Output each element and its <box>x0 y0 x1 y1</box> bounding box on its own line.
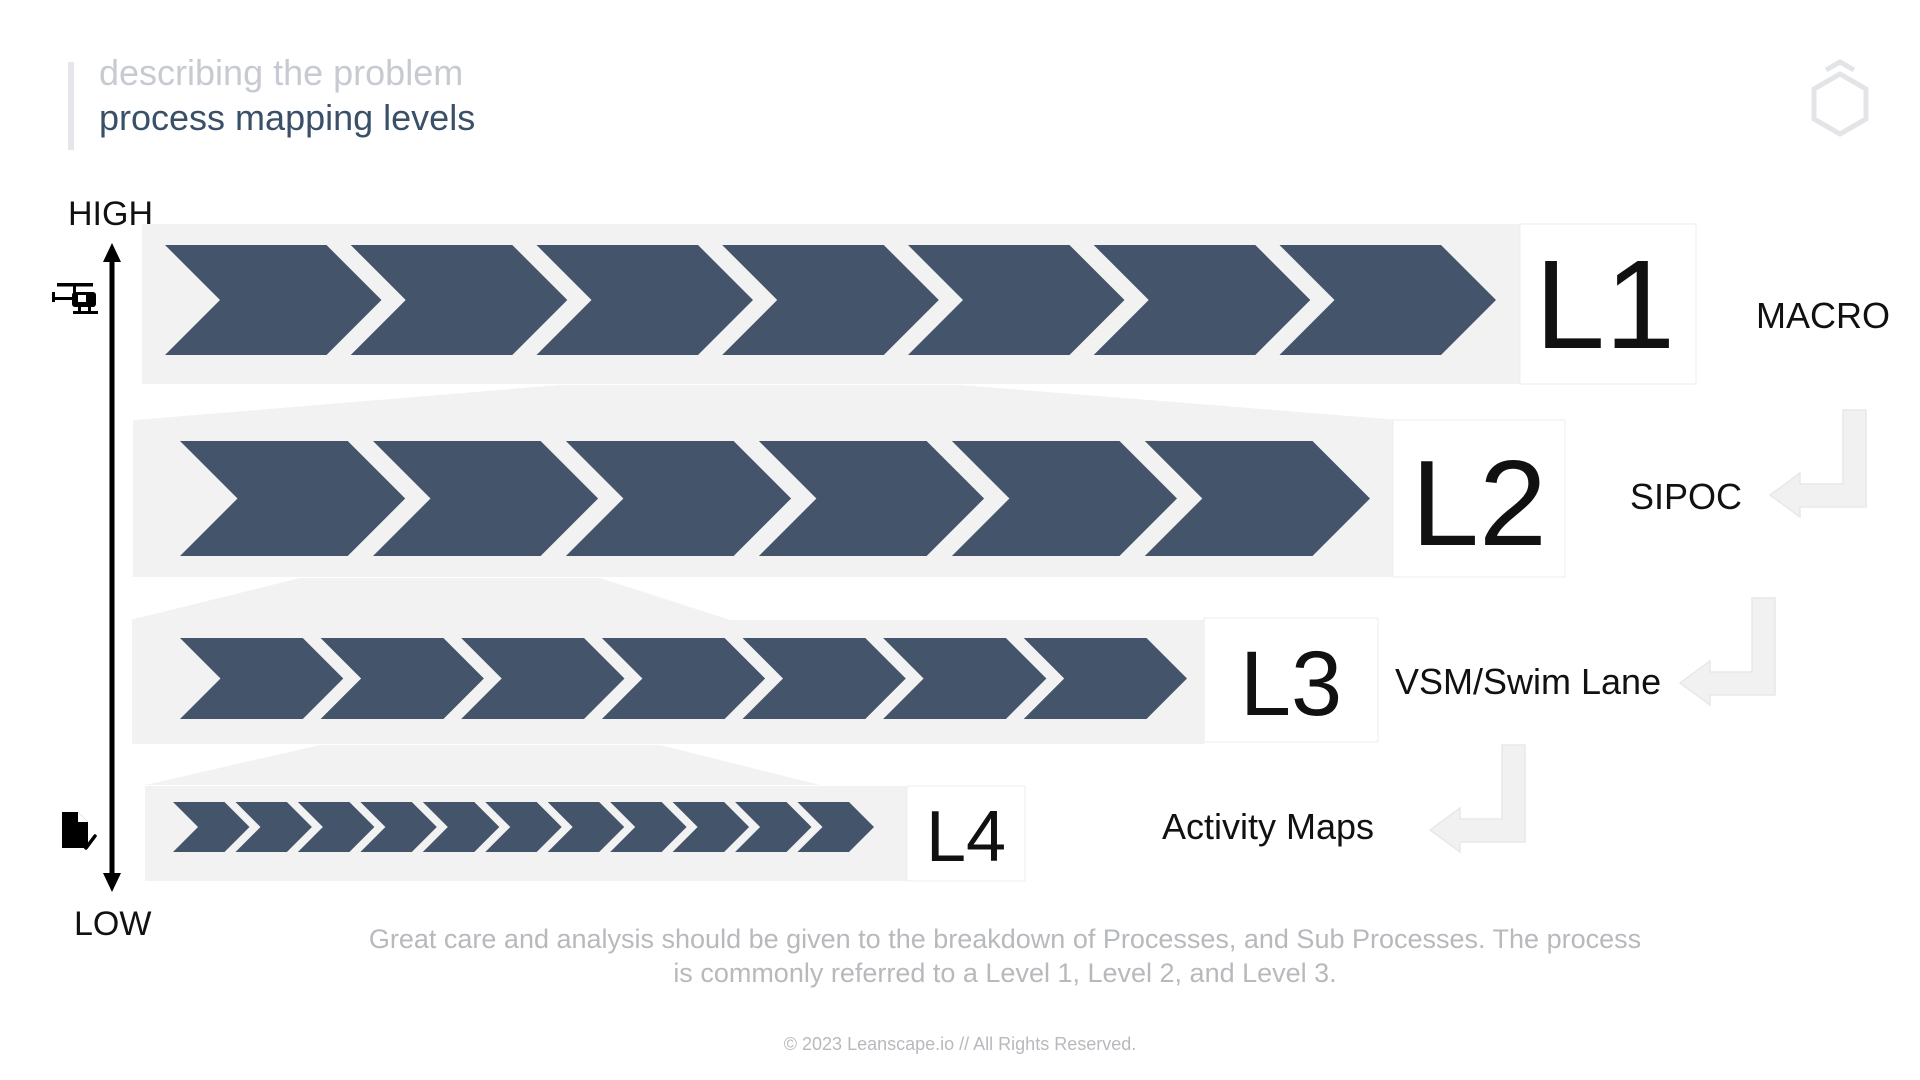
hexagon-logo-icon <box>1811 59 1869 137</box>
axis-low-label: LOW <box>74 905 152 943</box>
level-name-sipoc: SIPOC <box>1630 476 1742 517</box>
level-label-l1: L1 <box>1535 234 1675 375</box>
chevron-l4-8 <box>610 802 687 852</box>
level-box-l1 <box>1519 223 1697 385</box>
chevron-l3-7 <box>1023 638 1187 719</box>
chevron-l4-7 <box>547 802 625 852</box>
document-check-icon <box>62 812 97 850</box>
connector-l1-l2 <box>135 385 1400 420</box>
chevron-l1-7 <box>1279 245 1496 355</box>
level-name-macro: MACRO <box>1756 295 1890 336</box>
header-accent-bar <box>68 62 74 150</box>
level-box-l2 <box>1392 419 1566 578</box>
chevron-row-l3 <box>180 638 1187 719</box>
axis-arrow-down-icon <box>103 873 121 892</box>
page-title: process mapping levels <box>99 97 476 138</box>
chevron-row-l1 <box>165 245 1496 355</box>
chevron-l1-6 <box>1093 245 1311 355</box>
chevron-l1-5 <box>908 245 1125 355</box>
chevron-l3-6 <box>883 638 1047 719</box>
level-name-activity: Activity Maps <box>1162 806 1374 847</box>
return-arrow-icon <box>1428 744 1526 854</box>
chevron-l4-1 <box>173 802 250 852</box>
level-label-l4: L4 <box>926 797 1006 877</box>
chevron-l4-4 <box>360 802 437 852</box>
return-arrow-icon <box>1768 409 1867 519</box>
connector-l2-l3 <box>130 578 730 620</box>
level-label-l2: L2 <box>1411 435 1547 571</box>
chevron-l3-4 <box>601 638 766 719</box>
chevron-l4-10 <box>735 802 812 852</box>
level-label-l3: L3 <box>1240 633 1342 735</box>
chevron-l2-2 <box>373 441 599 556</box>
chevron-l2-4 <box>758 441 985 556</box>
caption-text: Great care and analysis should be given … <box>368 924 1642 988</box>
chevron-l4-6 <box>485 802 562 852</box>
chevron-l3-5 <box>742 638 906 719</box>
chevron-l1-3 <box>536 245 753 355</box>
chevron-l4-3 <box>297 802 375 852</box>
chevron-l1-1 <box>165 245 382 355</box>
connector-l3-l4 <box>145 745 820 785</box>
chevron-l1-4 <box>722 245 939 355</box>
chevron-l3-2 <box>320 638 484 719</box>
page-supertitle: describing the problem <box>99 52 464 93</box>
chevron-l4-9 <box>672 802 750 852</box>
copyright-footer: © 2023 Leanscape.io // All Rights Reserv… <box>783 1034 1137 1054</box>
level-box-l3 <box>1203 617 1379 743</box>
chevron-l3-3 <box>461 638 625 719</box>
chevron-l1-2 <box>350 245 568 355</box>
level-box-l4 <box>906 785 1026 882</box>
chevron-row-l2 <box>180 441 1370 556</box>
chevron-row-l4 <box>173 802 874 852</box>
axis-high-label: HIGH <box>68 195 153 233</box>
return-arrow-icon <box>1678 597 1776 707</box>
chevron-l2-1 <box>180 441 406 556</box>
axis-arrow-up-icon <box>103 243 121 262</box>
chevron-l2-5 <box>951 441 1177 556</box>
chevron-l4-11 <box>797 802 874 852</box>
chevron-l3-1 <box>180 638 344 719</box>
level-name-vsm: VSM/Swim Lane <box>1395 661 1661 702</box>
chevron-l4-5 <box>422 802 500 852</box>
chevron-l2-3 <box>565 441 792 556</box>
chevron-l2-6 <box>1144 441 1370 556</box>
chevron-l4-2 <box>235 802 312 852</box>
helicopter-icon <box>52 283 98 314</box>
